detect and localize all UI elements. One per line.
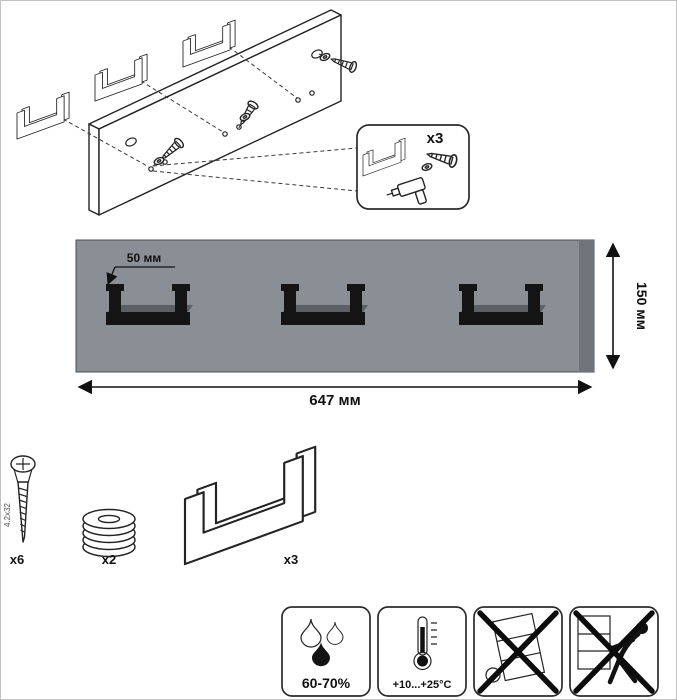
board-drawing xyxy=(88,9,342,216)
humidity-box: 60-70% xyxy=(281,606,371,697)
board-hole xyxy=(125,137,137,147)
washer-qty-label: x2 xyxy=(102,552,116,567)
front-view: 50 мм 150 мм 647 мм xyxy=(75,239,650,409)
prohibition-cross-icon xyxy=(477,610,559,694)
width-label: 647 мм xyxy=(309,392,360,409)
hook-qty-label: x3 xyxy=(284,552,298,567)
height-dimension: 150 мм xyxy=(605,242,650,370)
panel-edge xyxy=(579,240,594,372)
hook-icon xyxy=(94,53,148,102)
no-drag-box xyxy=(569,606,659,697)
drill-icon xyxy=(386,177,427,205)
offset-label: 50 мм xyxy=(127,251,162,265)
callout-qty-label: x3 xyxy=(427,130,444,147)
care-icons: 60-70% +10...+25°C xyxy=(281,606,659,697)
exploded-view: x3 xyxy=(16,9,470,216)
screw-size-label: 4.2x32 xyxy=(3,502,12,527)
screw-qty-label: x6 xyxy=(10,552,24,567)
leader-line xyxy=(62,118,150,168)
parts-washer xyxy=(82,508,136,558)
humidity-label: 60-70% xyxy=(302,675,351,691)
parts-list: 4.2x32 x6 x2 x3 xyxy=(3,445,317,567)
parts-hook xyxy=(183,445,317,566)
board-hole xyxy=(311,49,323,59)
height-label: 150 мм xyxy=(634,282,650,330)
no-tilt-box xyxy=(473,606,563,697)
temperature-box: +10...+25°C xyxy=(377,606,467,697)
callout-box: x3 xyxy=(356,124,470,210)
width-dimension: 647 мм xyxy=(77,379,593,409)
prohibition-cross-icon xyxy=(573,610,655,694)
parts-screw: 4.2x32 xyxy=(3,455,36,543)
hook-icon xyxy=(16,91,70,140)
offset-dimension: 50 мм xyxy=(106,251,175,286)
thermometer-icon xyxy=(413,616,437,671)
leader-line xyxy=(228,46,298,99)
callout-leader-line xyxy=(152,147,358,192)
temperature-label: +10...+25°C xyxy=(393,679,452,691)
leader-line xyxy=(140,80,224,133)
